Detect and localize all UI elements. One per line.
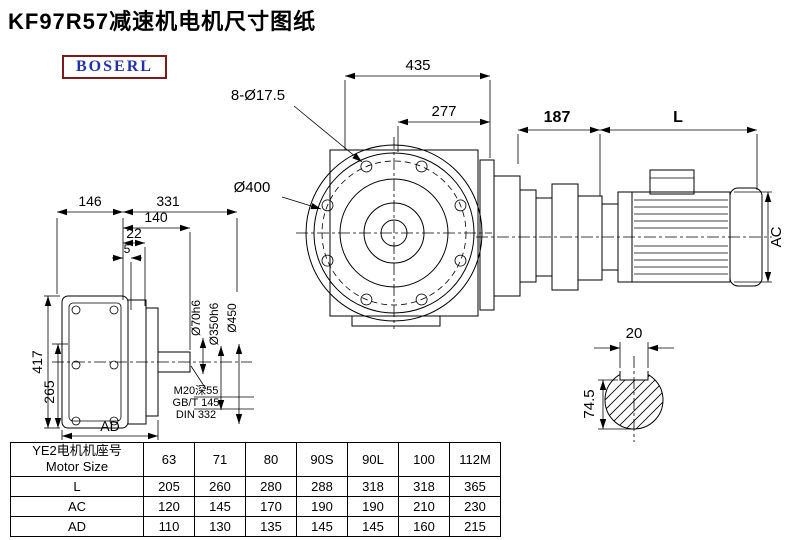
size-col: 90S: [296, 442, 348, 477]
row-label: AD: [10, 515, 144, 537]
cell: 280: [245, 475, 297, 497]
cell: 130: [194, 515, 246, 537]
dim-left-22: 22: [126, 225, 142, 241]
dim-bolt-holes: 8-Ø17.5: [231, 87, 285, 104]
cell: 170: [245, 495, 297, 517]
dim-key-height: 74.5: [581, 389, 598, 418]
dim-front-inner-width: 277: [431, 103, 456, 120]
cell: 210: [398, 495, 450, 517]
shaft-section-view: 20 74.5: [581, 325, 674, 442]
header-motor-size-en: Motor Size: [45, 459, 109, 475]
dim-key-width: 20: [626, 325, 643, 342]
brand-logo: BOSERL: [62, 55, 167, 79]
cell: 215: [449, 515, 501, 537]
cell: 160: [398, 515, 450, 537]
size-col: 63: [143, 442, 195, 477]
bolt-holes: [321, 160, 467, 306]
gearbox-side-view: 146 331 140 22 5 417 265 AD: [29, 193, 254, 440]
table-row-AD: AD 110 130 135 145 145 160 215: [10, 515, 501, 537]
terminal-box: [649, 169, 695, 195]
motor-fins: [634, 199, 728, 275]
cell: 135: [245, 515, 297, 537]
hatching: [605, 371, 663, 429]
header-motor-size-cn: YE2电机机座号: [32, 443, 122, 458]
dim-front-width: 435: [405, 57, 430, 74]
dim-left-417: 417: [29, 350, 45, 374]
dim-left-146: 146: [78, 193, 102, 209]
cell: 120: [143, 495, 195, 517]
row-label: AC: [10, 495, 144, 517]
technical-drawing: 435 277 8-Ø17.5 Ø400: [29, 57, 785, 442]
motor-side-view: 187 L AC: [476, 109, 785, 311]
size-col: 90L: [347, 442, 399, 477]
cell: 365: [449, 475, 501, 497]
motor-size-table: YE2电机机座号 Motor Size 63 71 80 90S 90L 100…: [10, 442, 501, 537]
header-motor-size: YE2电机机座号 Motor Size: [10, 442, 144, 477]
cell: 230: [449, 495, 501, 517]
dim-motor-ac: AC: [768, 226, 785, 247]
front-view: 435 277 8-Ø17.5 Ø400: [231, 57, 492, 329]
dim-motor-offset: 187: [544, 109, 571, 126]
cell: 318: [398, 475, 450, 497]
dim-left-140: 140: [144, 209, 168, 225]
cell: 145: [296, 515, 348, 537]
cell: 190: [296, 495, 348, 517]
note-tap-din: DIN 332: [176, 409, 216, 421]
table-header-row: YE2电机机座号 Motor Size 63 71 80 90S 90L 100…: [10, 442, 501, 477]
cell: 110: [143, 515, 195, 537]
cell: 318: [347, 475, 399, 497]
dim-left-ad: AD: [100, 418, 119, 434]
row-label: L: [10, 475, 144, 497]
cell: 260: [194, 475, 246, 497]
dim-shaft-dia: Ø70h6: [189, 300, 203, 336]
table-row-AC: AC 120 145 170 190 190 210 230: [10, 495, 501, 517]
dim-left-5: 5: [124, 242, 131, 256]
cell: 288: [296, 475, 348, 497]
cell: 145: [347, 515, 399, 537]
size-col: 80: [245, 442, 297, 477]
dim-spigot-dia: Ø350h6: [207, 302, 221, 345]
page-title: KF97R57减速机电机尺寸图纸: [8, 9, 317, 34]
cell: 145: [194, 495, 246, 517]
size-col: 112M: [449, 442, 501, 477]
note-tap-standard: GB/T 145: [173, 397, 220, 409]
note-tap-size: M20深55: [174, 384, 219, 397]
dim-left-265: 265: [41, 380, 57, 404]
cell: 190: [347, 495, 399, 517]
size-col: 71: [194, 442, 246, 477]
dim-motor-length: L: [673, 109, 683, 126]
dim-left-331: 331: [156, 193, 180, 209]
cell: 205: [143, 475, 195, 497]
dim-bolt-circle: Ø400: [234, 179, 271, 196]
table-row-L: L 205 260 280 288 318 318 365: [10, 475, 501, 497]
size-col: 100: [398, 442, 450, 477]
dim-flange-dia: Ø450: [225, 303, 239, 333]
